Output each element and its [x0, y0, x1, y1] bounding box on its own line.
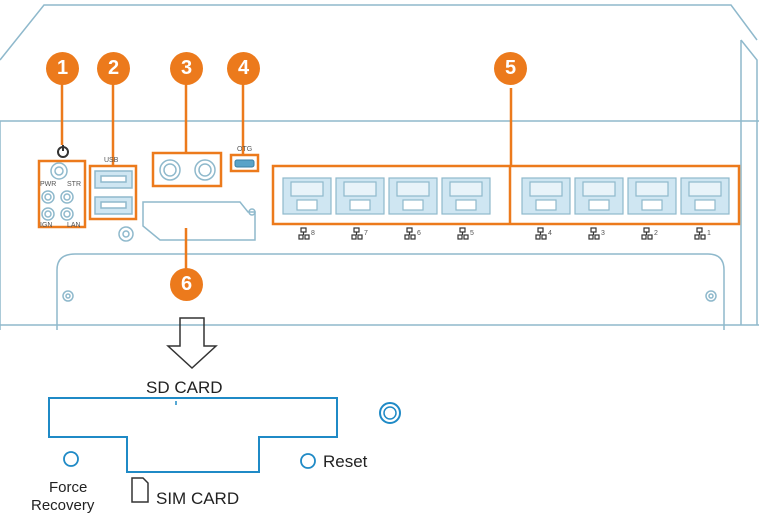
ethernet-ports	[282, 177, 730, 215]
port-number: 8	[311, 230, 315, 237]
str-label: STR	[67, 181, 81, 188]
force-recovery-button	[63, 451, 79, 467]
port-number: 6	[417, 230, 421, 237]
force-recovery-label-line1: Force	[49, 479, 88, 496]
callout-1: 1	[46, 52, 79, 85]
chassis	[0, 4, 759, 330]
callout-5: 5	[494, 52, 527, 85]
sim-card-icon	[131, 477, 149, 503]
otg-label: OTG	[237, 146, 253, 153]
network-icons	[298, 227, 706, 240]
sd-card-slot-outline	[48, 397, 338, 473]
port-number: 2	[654, 230, 658, 237]
port-number: 3	[601, 230, 605, 237]
down-arrow-icon	[166, 317, 218, 370]
sim-card-label: SIM CARD	[156, 489, 240, 508]
callout-frames	[37, 82, 741, 270]
force-recovery-label-line2: Recovery	[31, 497, 95, 514]
sd-card-label: SD CARD	[146, 378, 223, 397]
lan-label: LAN	[67, 222, 81, 229]
pwr-label: PWR	[40, 181, 57, 188]
usb-label: USB	[104, 157, 119, 164]
usb-ports	[94, 170, 133, 215]
power-icon	[57, 145, 69, 158]
led-indicators	[41, 162, 74, 221]
callout-2: 2	[97, 52, 130, 85]
antenna-connectors	[159, 159, 216, 181]
ign-label: IGN	[40, 222, 53, 229]
port-number: 5	[470, 230, 474, 237]
otg-port	[234, 159, 255, 168]
callout-6: 6	[170, 268, 203, 301]
callout-3: 3	[170, 52, 203, 85]
indicator-ring	[379, 402, 401, 424]
callout-4: 4	[227, 52, 260, 85]
reset-label: Reset	[323, 452, 368, 471]
port-number: 1	[707, 230, 711, 237]
port-number: 7	[364, 230, 368, 237]
port-number: 4	[548, 230, 552, 237]
reset-button	[300, 453, 316, 469]
